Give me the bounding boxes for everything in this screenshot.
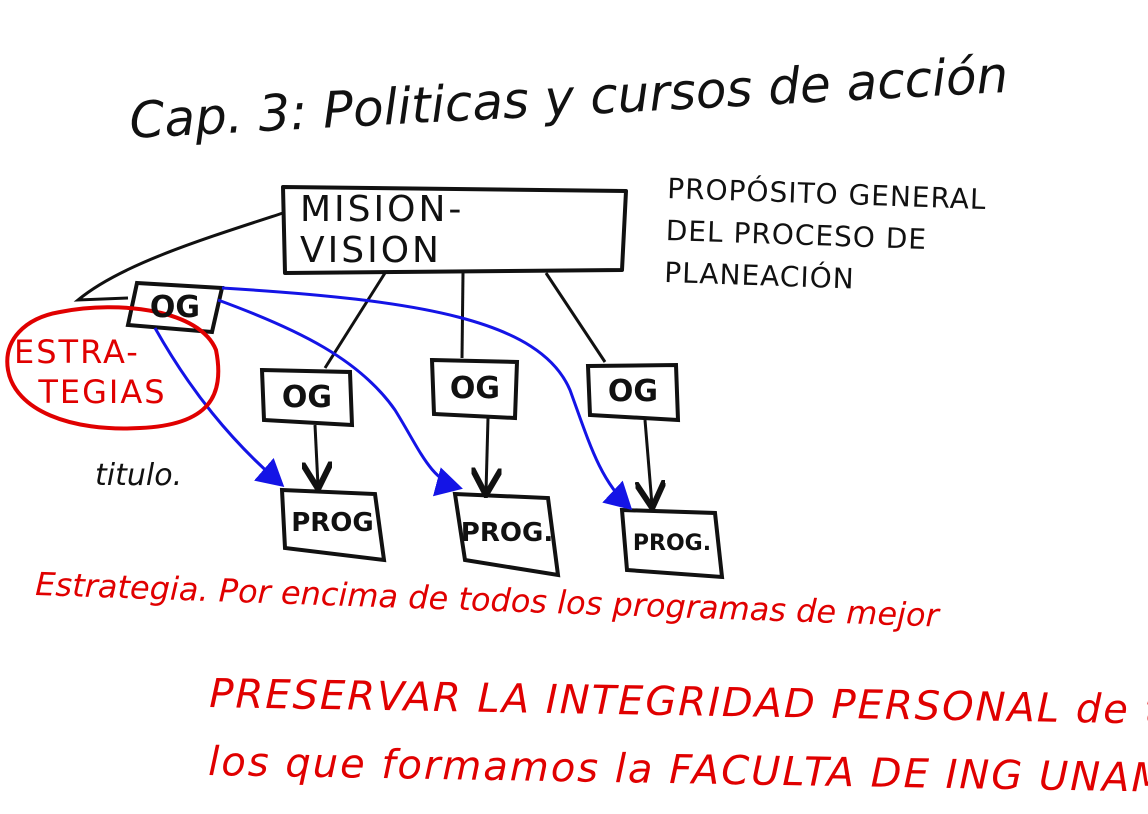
estrategias-ellipse [5, 305, 221, 431]
root-to-og4-line [544, 272, 607, 363]
mision-vision-box [281, 185, 628, 275]
og-label-1: OG [149, 289, 201, 325]
root-to-og1-line [73, 211, 284, 302]
prog-box-1 [279, 487, 387, 563]
mision-vision-label: MISION- VISION [300, 189, 465, 271]
blue-arrow-to-prog2 [217, 298, 463, 497]
og-label-4: OG [607, 373, 659, 409]
og-label-2: OG [281, 379, 333, 415]
root-to-og3-line [460, 272, 465, 359]
og-box-2 [259, 367, 355, 428]
og-box-4 [585, 362, 681, 423]
prog-label-1: PROG [291, 508, 374, 538]
estrategias-label: ESTRA- TEGIAS [14, 333, 167, 411]
og4-to-prog3-arrow [645, 419, 652, 505]
og-box-1 [125, 280, 225, 335]
og-box-3 [429, 357, 520, 421]
blue-arrow-to-prog3 [221, 286, 633, 511]
titulo-note: titulo. [95, 458, 183, 493]
blue-arrow-to-prog1 [153, 327, 285, 487]
diagram-lines [5, 185, 725, 580]
root-to-og2-line [323, 272, 387, 369]
prog-label-3: PROG. [632, 530, 712, 556]
og-label-3: OG [449, 370, 501, 406]
og2-to-prog1-arrow [315, 424, 318, 486]
proposito-note: PROPÓSITO GENERAL DEL PROCESO DE PLANEAC… [663, 171, 988, 296]
prog-box-2 [452, 491, 561, 578]
prog-label-2: PROG. [460, 518, 554, 548]
prog-box-3 [619, 507, 725, 580]
whiteboard: Cap. 3: Politicas y cursos de acción PRO… [5, 46, 1148, 802]
preservar-note: PRESERVAR LA INTEGRIDAD PERSONAL de todo… [207, 670, 1148, 802]
og3-to-prog2-arrow [486, 417, 488, 492]
